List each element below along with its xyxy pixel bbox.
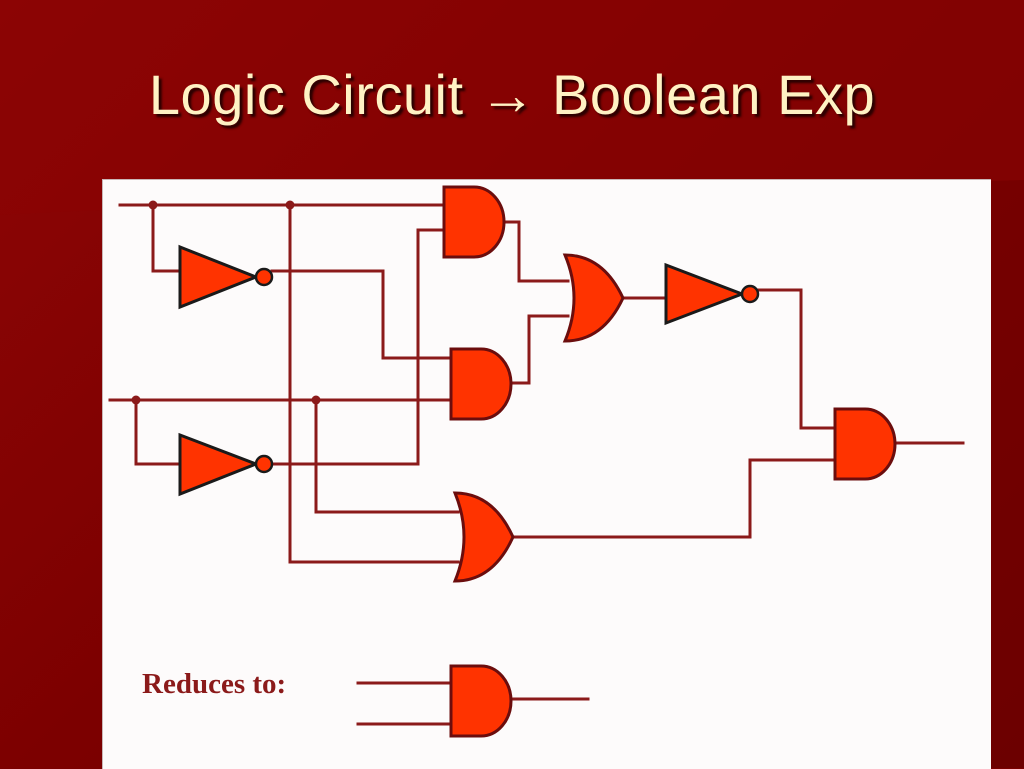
and-gate-icon — [833, 407, 897, 481]
wire-a-to-not1 — [151, 203, 182, 273]
not-gate-icon — [178, 432, 274, 497]
reduces-to-label: Reduces to: — [142, 668, 287, 700]
or-gate-icon — [452, 491, 515, 583]
junction-dot — [285, 200, 295, 210]
wire-b-to-not2 — [134, 398, 182, 466]
or-gate-icon — [562, 253, 625, 343]
wire-and1-to-or1 — [503, 220, 570, 283]
wire-not1-to-and2 — [270, 269, 455, 360]
and-gate-icon — [442, 185, 506, 259]
title-arrow: → — [479, 63, 537, 126]
wire-not2-to-and1 — [270, 228, 448, 466]
title-left: Logic Circuit — [148, 63, 464, 126]
junction-dots — [131, 200, 321, 405]
wire-and2-to-or1 — [510, 314, 570, 385]
wires — [108, 203, 965, 726]
not-gate-icon — [664, 262, 760, 326]
junction-dot — [131, 395, 141, 405]
junction-dot — [311, 395, 321, 405]
and-gate-icon — [449, 347, 513, 421]
wire-not3-to-and3 — [756, 288, 838, 430]
wire-b-to-or2 — [314, 398, 460, 514]
wire-or2-to-and3 — [510, 458, 838, 539]
not-gate-icon — [178, 244, 274, 310]
junction-dot — [148, 200, 158, 210]
wire-a-to-or2 — [288, 203, 460, 564]
and-gate-icon — [449, 664, 513, 738]
title-right: Boolean Exp — [552, 63, 876, 126]
slide-title: Logic Circuit→Boolean Exp — [0, 62, 1024, 127]
